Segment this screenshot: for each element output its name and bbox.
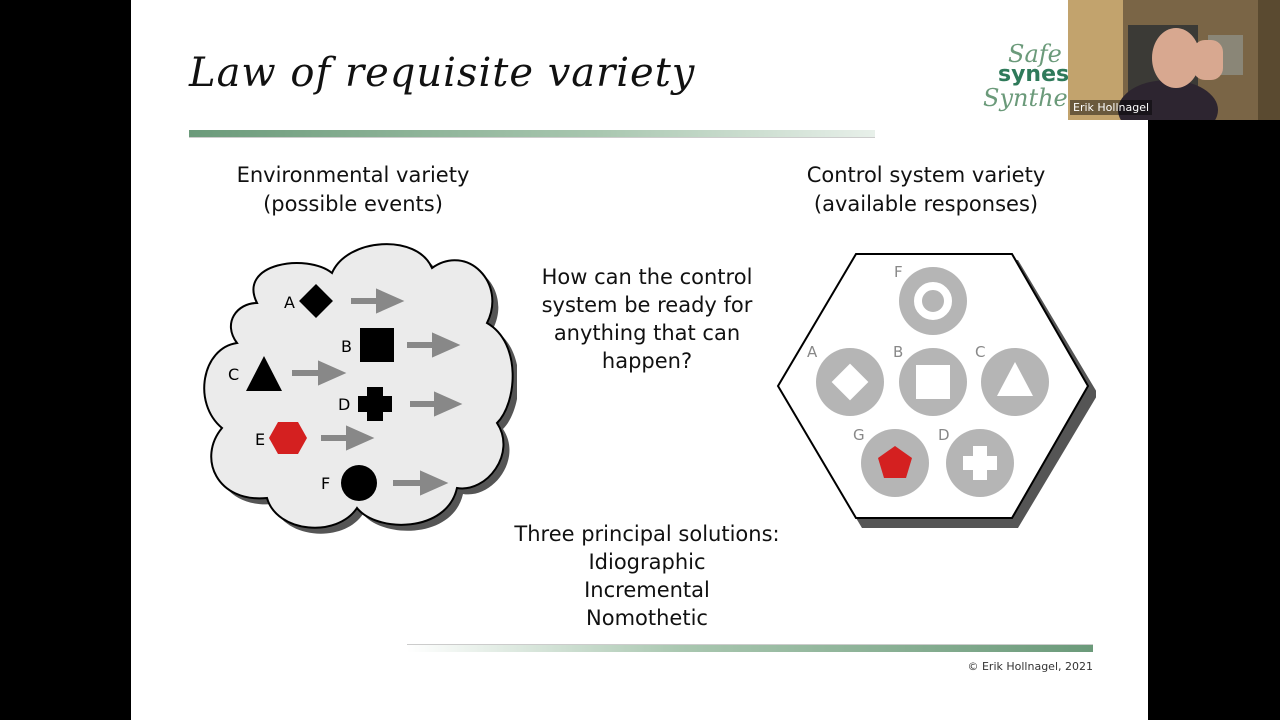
white-square-shape bbox=[916, 365, 950, 399]
cloud-label-f: F bbox=[321, 474, 330, 493]
logo-line3: Synthe bbox=[983, 84, 1068, 112]
response-f-disc bbox=[899, 267, 967, 335]
hex-label-b: B bbox=[893, 343, 903, 361]
safety-synthesis-logo: Safe synes Synthe bbox=[978, 40, 1078, 120]
footer-divider bbox=[407, 644, 1093, 652]
env-heading-line1: Environmental variety bbox=[236, 163, 470, 187]
arrow-b bbox=[407, 332, 461, 358]
ring-shape bbox=[914, 282, 952, 320]
cloud-label-c: C bbox=[228, 365, 239, 384]
environmental-variety-heading: Environmental variety (possible events) bbox=[203, 161, 503, 219]
solution-nomothetic: Nomothetic bbox=[586, 606, 708, 630]
hex-label-d: D bbox=[938, 426, 950, 444]
arrow-f bbox=[393, 470, 449, 496]
participant-name: Erik Hollnagel bbox=[1070, 100, 1153, 115]
solution-idiographic: Idiographic bbox=[588, 550, 706, 574]
logo-line2: synes bbox=[998, 62, 1070, 87]
cloud-label-b: B bbox=[341, 337, 352, 356]
cross-shape bbox=[358, 387, 392, 421]
env-heading-line2: (possible events) bbox=[263, 192, 443, 216]
cloud-shape bbox=[203, 243, 517, 534]
ctrl-heading-line2: (available responses) bbox=[813, 192, 1039, 216]
copyright-text: © Erik Hollnagel, 2021 bbox=[967, 660, 1093, 673]
title-divider bbox=[189, 130, 875, 138]
white-cross-shape bbox=[963, 446, 997, 480]
solution-incremental: Incremental bbox=[584, 578, 710, 602]
pentagon-red-shape bbox=[878, 446, 912, 478]
solutions-heading: Three principal solutions: bbox=[514, 522, 780, 546]
cloud-label-a: A bbox=[284, 293, 295, 312]
square-shape bbox=[360, 328, 394, 362]
hex-label-g: G bbox=[853, 426, 865, 444]
cloud-label-e: E bbox=[255, 430, 265, 449]
white-diamond-shape bbox=[831, 363, 869, 401]
environment-cloud-diagram: A B C D E F bbox=[203, 243, 517, 534]
arrow-e bbox=[321, 425, 375, 451]
ctrl-heading-line1: Control system variety bbox=[806, 163, 1046, 187]
hex-label-c: C bbox=[975, 343, 985, 361]
cloud-label-d: D bbox=[338, 395, 350, 414]
participant-video-tile[interactable]: Erik Hollnagel bbox=[1068, 0, 1280, 120]
white-triangle-shape bbox=[997, 362, 1033, 396]
control-system-hexagon-diagram: F A B C G D bbox=[776, 253, 1096, 528]
solutions-list: Three principal solutions: Idiographic I… bbox=[487, 520, 807, 632]
logo-line1: Safe bbox=[1008, 40, 1062, 68]
hex-label-f: F bbox=[894, 263, 903, 281]
slide-title: Law of requisite variety bbox=[189, 50, 696, 96]
arrow-a bbox=[351, 288, 405, 314]
hex-label-a: A bbox=[807, 343, 818, 361]
triangle-shape bbox=[246, 356, 282, 391]
presentation-slide: Law of requisite variety Environmental v… bbox=[131, 0, 1148, 720]
circle-shape bbox=[341, 465, 377, 501]
arrow-d bbox=[410, 391, 463, 417]
hexagon-red-shape bbox=[269, 422, 307, 454]
control-system-variety-heading: Control system variety (available respon… bbox=[776, 161, 1076, 219]
video-feed-image bbox=[1068, 0, 1280, 120]
question-text: How can the control system be ready for … bbox=[541, 265, 753, 373]
arrow-c bbox=[292, 360, 347, 386]
